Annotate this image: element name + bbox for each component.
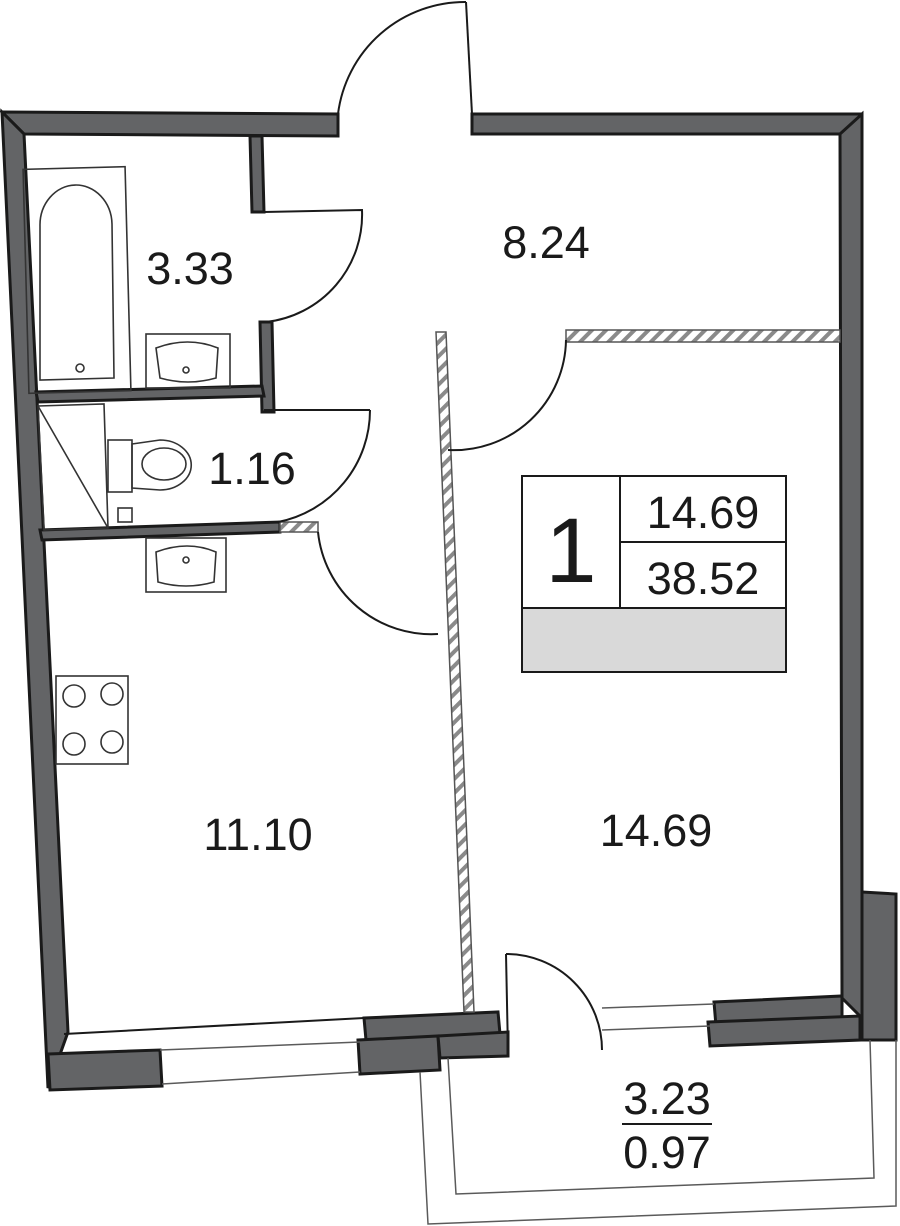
kitchen-area-label: 11.10 [203,809,312,860]
stove-icon [55,675,129,765]
wall-bottom-right-lower [706,1014,862,1048]
bath-sink-icon [145,333,231,389]
window-glass-right [601,1003,715,1009]
living-door-swing [447,339,567,452]
bath-sink-drain [182,366,190,374]
door-swings [263,0,603,1053]
bathtub-icon [22,165,132,395]
living-area-label: 14.69 [600,805,713,856]
outer-walls [0,108,898,1092]
room-count: 1 [545,500,596,602]
bidet-tap-icon [117,507,133,523]
summary-living-area: 14.69 [647,487,760,538]
toilet-seat [141,447,187,481]
kitchen-sink-icon [145,537,227,593]
balcony-outer-rail [419,1040,897,1225]
wall-top-right [470,112,864,136]
wall-left [0,108,70,1089]
wall-bottom-center-right [436,1030,510,1060]
bathroom-area-label: 3.33 [146,243,234,294]
toilet-icon [131,439,193,491]
balcony [419,1039,897,1225]
fixtures [22,165,231,765]
bath-wall-upper [248,134,266,214]
window-glass-left [159,1041,361,1051]
summary-band [521,607,787,673]
window-glass-left-2 [161,1071,361,1085]
stove-burner [62,732,86,756]
wall-bottom-center-lower [356,1034,442,1076]
balcony-area-total-label: 3.23 [623,1073,711,1124]
wall-top-left [0,110,340,138]
shaft-diagonal [37,405,109,529]
bath-wall-lower [258,320,276,414]
stove-burner [100,682,124,706]
summary-total-area: 38.52 [647,553,760,604]
entrance-door-leaf [465,1,473,115]
hall-area-label: 8.24 [502,217,590,268]
stove-burner [100,730,124,754]
kitchen-sink-basin [155,545,217,587]
toilet-tank [107,439,133,493]
partition-kitchen-living [435,331,475,1013]
wc-area-label: 1.16 [208,443,296,494]
wc-door-swing [277,409,372,523]
bathtub-basin [39,184,115,381]
kitchen-sink-drain [182,556,190,564]
balcony-door-swing [505,953,603,1051]
bathtub-drain [75,363,85,373]
partition-wc-small [279,521,319,533]
window-line-left [63,1017,365,1035]
balcony-door-leaf [505,953,509,1053]
kitchen-door-swing [317,531,439,636]
balcony-inner-rail [447,1039,875,1195]
balcony-side-wall [860,890,898,1042]
wall-right [838,110,864,1022]
wall-bottom-left [46,1048,164,1092]
bath-sink-basin [155,341,219,383]
summary-box: 1 14.69 38.52 [521,475,787,673]
window-glass-right-2 [601,1025,711,1031]
entrance-door-swing [337,0,467,115]
partition-hall-living [565,329,841,343]
bath-door-swing [263,208,364,323]
balcony-area-reduced-label: 0.97 [623,1127,711,1178]
interior-walls [34,134,841,1013]
room-labels: 3.33 1.16 8.24 11.10 14.69 3.23 0.97 [146,217,712,1178]
stove-burner [62,684,86,708]
